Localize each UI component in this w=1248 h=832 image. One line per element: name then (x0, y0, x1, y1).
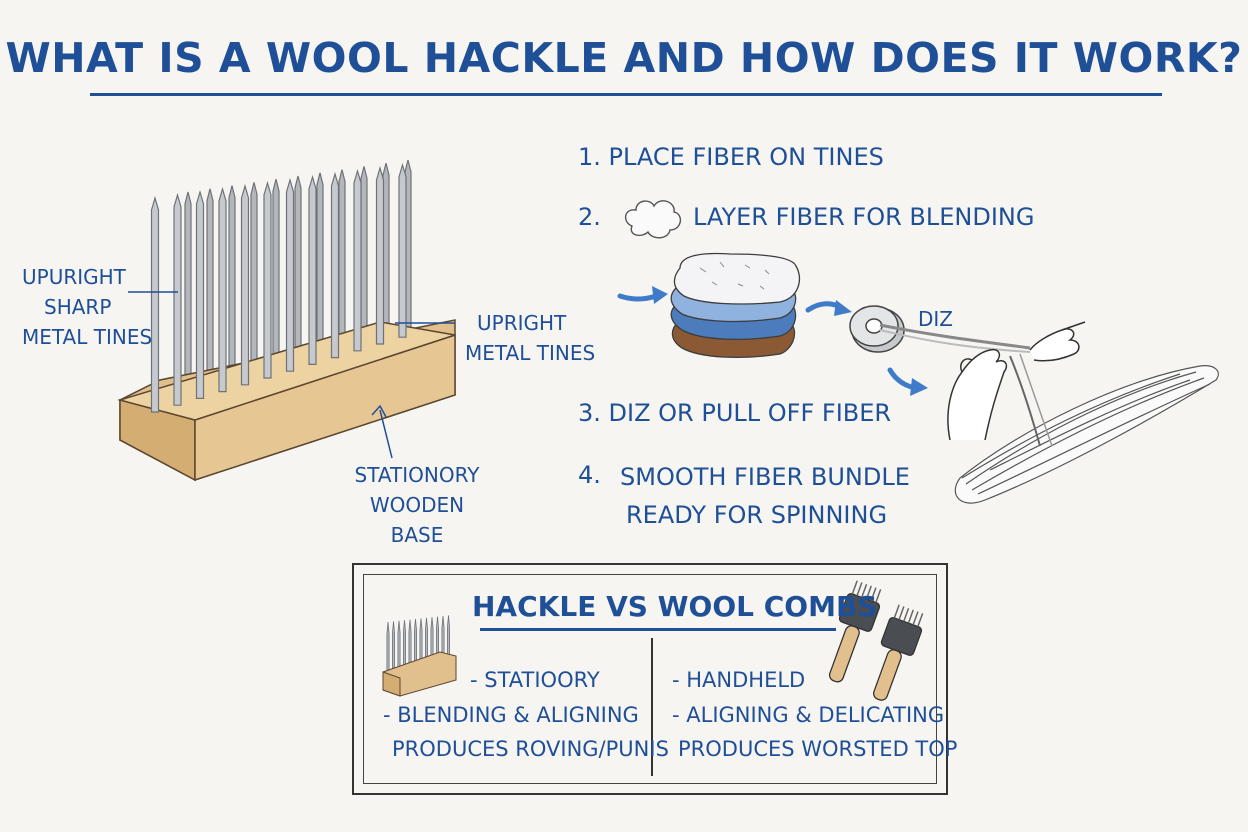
step-2-text: LAYER FIBER FOR BLENDING (693, 203, 1035, 231)
back-tine (338, 169, 346, 348)
label-upright-sharp-l1: UPURIGHT (22, 265, 126, 289)
step-2-number: 2. (578, 203, 601, 231)
step-4-text: SMOOTH FIBER BUNDLE READY FOR SPINNING (620, 458, 910, 534)
label-upright-sharp: UPURIGHT SHARP METAL TINES (22, 262, 152, 352)
back-tine (294, 175, 302, 360)
label-upright-metal-l1: UPRIGHT (477, 311, 567, 335)
combs-feature-3: PRODUCES WORSTED TOP (678, 737, 958, 761)
front-tine (240, 183, 250, 386)
combs-feature-1: - HANDHELD (672, 668, 806, 692)
combs-feature-2: - ALIGNING & DELICATING (672, 703, 945, 727)
label-wooden-base: STATIONORY WOODEN BASE (306, 460, 528, 550)
fiber-bundle-icon (954, 353, 1219, 504)
hackle-illustration (117, 159, 456, 482)
comparison-title-underline (480, 628, 836, 631)
front-tine (330, 171, 340, 359)
back-tine (250, 182, 258, 372)
leader-lines (128, 291, 455, 459)
step-3: 3. DIZ OR PULL OFF FIBER (578, 399, 892, 427)
hackle-feature-2: - BLENDING & ALIGNING (383, 703, 639, 727)
step-1: 1. PLACE FIBER ON TINES (578, 143, 884, 171)
title-underline (90, 93, 1162, 96)
fiber-puff-icon (625, 200, 681, 239)
comparison-box (352, 563, 948, 795)
step-4-line1: SMOOTH FIBER BUNDLE (620, 463, 910, 491)
back-tine (206, 188, 214, 383)
front-tine (353, 168, 362, 352)
label-diz: DIZ (918, 307, 953, 331)
page-title: WHAT IS A WOOL HACKLE AND HOW DOES IT WO… (5, 34, 1243, 82)
comparison-box-inner (363, 574, 937, 784)
hackle-feature-3: PRODUCES ROVING/PUNIS (392, 737, 669, 761)
back-tine (184, 191, 192, 389)
comparison-title: HACKLE VS WOOL COMBS (472, 590, 878, 623)
hands-pulling-icon (947, 321, 1086, 441)
front-tine (398, 162, 407, 338)
front-tine (218, 186, 227, 393)
label-upright-metal: UPRIGHT METAL TINES (465, 308, 595, 368)
front-tine (173, 192, 182, 406)
back-tine (360, 166, 368, 343)
diz-icon (849, 305, 1031, 353)
fiber-layers-icon (670, 252, 801, 359)
step-4-number: 4. (578, 461, 601, 489)
front-tine (263, 180, 272, 379)
label-upright-sharp-l3: METAL TINES (22, 325, 153, 349)
front-tine (150, 195, 160, 413)
label-wooden-base-l1: STATIONORY WOODEN (354, 463, 480, 517)
wool-combs-icon (828, 580, 924, 701)
front-tine (285, 177, 295, 372)
front-tine (308, 174, 317, 365)
back-tine (272, 179, 280, 366)
step-4-line2: READY FOR SPINNING (626, 501, 888, 529)
label-wooden-base-l2: BASE (390, 523, 444, 547)
label-upright-metal-l2: METAL TINES (465, 341, 596, 365)
label-upright-sharp-l2: SHARP (44, 295, 112, 319)
front-tine (375, 165, 385, 345)
back-tine (228, 185, 236, 377)
hackle-feature-1: - STATIOORY (470, 668, 600, 692)
back-tine (316, 172, 324, 354)
front-tine (195, 189, 205, 399)
mini-hackle-icon (382, 615, 457, 697)
comparison-divider (651, 638, 653, 776)
